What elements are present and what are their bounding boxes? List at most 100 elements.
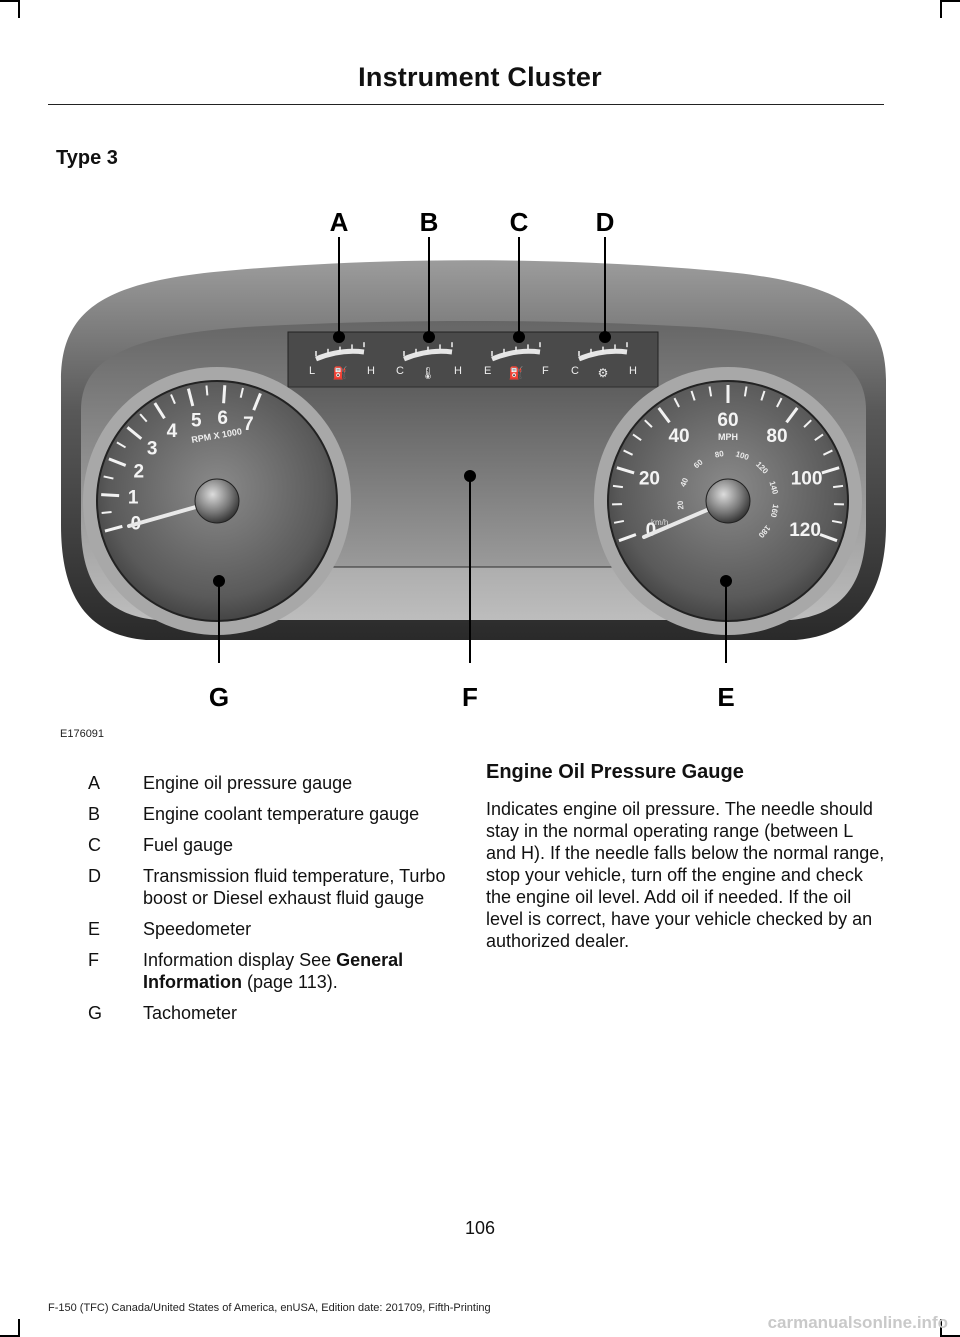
- oil-pressure-gauge: L H ⛽: [309, 342, 375, 380]
- leader-dot-c: [513, 331, 525, 343]
- callout-f: F: [462, 682, 478, 712]
- fuel-pump-icon: ⛽: [509, 366, 524, 380]
- leader-dot-b: [423, 331, 435, 343]
- speedometer-tick: [612, 484, 624, 489]
- speedometer-tick: [776, 397, 783, 408]
- speedometer-tick: [819, 533, 838, 543]
- legend-letter: A: [88, 773, 101, 793]
- tachometer-tick: [222, 385, 227, 404]
- speedometer-tick: [832, 484, 844, 489]
- legend-row: F Information display See General Inform…: [60, 949, 450, 993]
- tachometer-tick: [205, 385, 209, 396]
- legend-letter: E: [88, 919, 101, 939]
- tachometer-number: 7: [243, 414, 254, 435]
- speedometer-tick: [690, 390, 696, 401]
- speedometer-kmh-number: 20: [676, 500, 686, 510]
- legend-row: C Fuel gauge: [60, 834, 450, 856]
- oil-gauge-high-label: H: [367, 365, 375, 377]
- leader-dot-a: [333, 331, 345, 343]
- speedometer-kmh-number: 100: [735, 449, 751, 462]
- figure-legend: A Engine oil pressure gauge B Engine coo…: [60, 772, 450, 1033]
- speedometer-tick: [743, 386, 748, 397]
- tachometer-number: 5: [191, 411, 202, 432]
- legend-letter: C: [88, 835, 101, 855]
- legend-row: D Transmission fluid temperature, Turbo …: [60, 865, 450, 909]
- speedometer-tick: [644, 419, 653, 428]
- general-information-link[interactable]: General Information: [143, 950, 404, 992]
- tachometer-tick: [101, 493, 120, 498]
- crop-mark: [18, 1319, 20, 1337]
- speedometer-kmh-label: km/h: [651, 518, 668, 527]
- instrument-cluster-figure: 65M4321 01234567 RPM X 1000 020406080100…: [56, 195, 890, 720]
- tachometer-tick: [104, 524, 123, 533]
- fuel-gauge-high-label: F: [542, 365, 549, 377]
- speedometer-tick: [785, 407, 799, 424]
- section-label: Type 3: [56, 147, 118, 169]
- tachometer-tick: [116, 441, 127, 449]
- tachometer-number: 3: [147, 439, 158, 460]
- tachometer-tick: [252, 392, 262, 411]
- crop-mark: [940, 0, 942, 18]
- crop-mark: [0, 0, 18, 2]
- tachometer-tick: [108, 457, 127, 467]
- speedometer-mph-number: 100: [791, 468, 823, 489]
- tachometer-tick: [170, 394, 176, 405]
- legend-row: B Engine coolant temperature gauge: [60, 803, 450, 825]
- gear-warning-icon: ⚙: [598, 366, 609, 380]
- legend-text: Fuel gauge: [143, 835, 234, 855]
- section-heading: Engine Oil Pressure Gauge: [486, 761, 744, 783]
- legend-letter: G: [88, 1003, 103, 1023]
- legend-text: Information display See General Informat…: [143, 949, 448, 993]
- gauge-arc: [315, 348, 365, 362]
- speedometer-tick: [831, 519, 843, 524]
- transmission-temperature-gauge: C H ⚙: [571, 342, 637, 380]
- gauge-strip: [287, 331, 659, 388]
- speedometer-tick: [613, 519, 625, 524]
- legend-text: Engine coolant temperature gauge: [143, 804, 420, 824]
- speedometer-tick: [632, 433, 642, 442]
- oil-can-icon: ⛽: [333, 366, 348, 380]
- page-footer: F-150 (TFC) Canada/United States of Amer…: [48, 1302, 491, 1314]
- coolant-gauge-high-label: H: [454, 365, 462, 377]
- gauge-arc: [491, 348, 541, 362]
- tachometer-tick: [153, 402, 166, 420]
- section-body: Indicates engine oil pressure. The needl…: [486, 799, 885, 951]
- speedometer-tick: [814, 433, 824, 442]
- fuel-gauge-low-label: E: [484, 365, 491, 377]
- tachometer-number: 2: [133, 462, 144, 483]
- legend-letter: D: [88, 866, 101, 886]
- tachometer-number: 4: [167, 421, 178, 442]
- crop-mark: [942, 0, 960, 2]
- tachometer-tick: [101, 510, 112, 514]
- speedometer-tick: [822, 449, 833, 456]
- tachometer-tick: [239, 387, 244, 398]
- speedometer-tick: [623, 449, 634, 456]
- legend-text: Tachometer: [143, 1003, 238, 1023]
- title-rule: [48, 104, 884, 105]
- speedometer-mph-number: 60: [717, 410, 738, 431]
- speedometer-mph-label: MPH: [718, 432, 738, 442]
- callout-d: D: [596, 207, 615, 237]
- tachometer-tick: [139, 413, 148, 423]
- trans-gauge-high-label: H: [629, 365, 637, 377]
- speedometer-tick: [616, 466, 635, 475]
- tachometer-number: 1: [128, 487, 139, 508]
- tachometer-tick: [126, 426, 143, 440]
- speedometer-kmh-number: 80: [714, 449, 725, 460]
- oil-gauge-low-label: L: [309, 365, 315, 377]
- legend-letter: F: [88, 950, 99, 970]
- speedometer-kmh-number: 40: [678, 476, 690, 488]
- coolant-gauge-low-label: C: [396, 365, 404, 377]
- speedometer-tick: [657, 407, 671, 424]
- crop-mark: [940, 1319, 942, 1337]
- legend-text-before: Information display See: [143, 950, 337, 970]
- legend-text-after: (page 113).: [242, 972, 338, 992]
- fuel-gauge: E F ⛽: [484, 342, 549, 380]
- speedometer-tick: [760, 390, 766, 401]
- speedometer-tick: [708, 386, 713, 397]
- speedometer-mph-number: 120: [789, 520, 821, 541]
- legend-row: E Speedometer: [60, 918, 450, 940]
- page-title: Instrument Cluster: [358, 62, 602, 92]
- speedometer-kmh-number: 160: [769, 503, 781, 518]
